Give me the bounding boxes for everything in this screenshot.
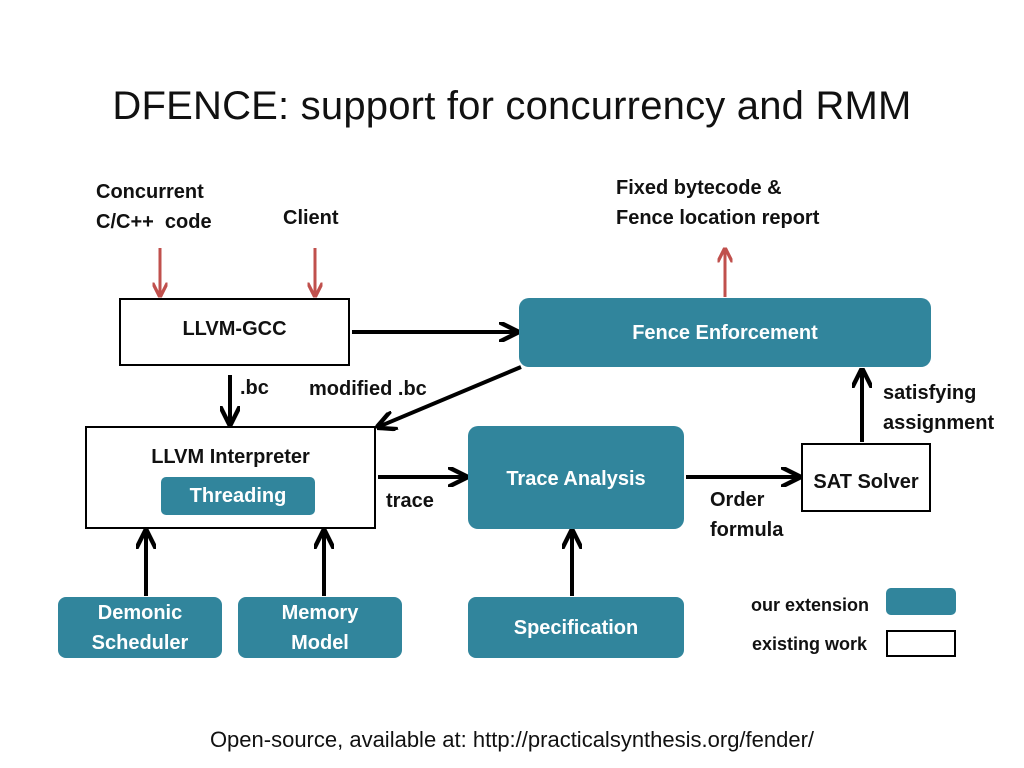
concurrent-code-label: Concurrent C/C++ code: [96, 181, 212, 233]
demonic-scheduler-label: Demonic Scheduler: [91, 601, 189, 654]
client-label: Client: [283, 207, 339, 229]
slide-title: DFENCE: support for concurrency and RMM: [112, 84, 912, 128]
llvm-gcc-box: LLVM-GCC: [119, 298, 350, 366]
llvm-gcc-label: LLVM-GCC: [182, 318, 287, 340]
trace-analysis-box: Trace Analysis: [468, 426, 684, 529]
threading-box: Threading: [161, 477, 315, 515]
fence-enforcement-box: Fence Enforcement: [519, 298, 931, 367]
modified-bc-arrow: [378, 365, 522, 427]
llvm-interpreter-label: LLVM Interpreter: [151, 446, 310, 468]
sat-solver-box: SAT Solver: [801, 443, 931, 512]
specification-box: Specification: [468, 597, 684, 658]
modified-bc-edge-label: modified .bc: [309, 378, 427, 400]
bc-edge-label: .bc: [240, 377, 269, 399]
legend-existing-swatch: [886, 630, 956, 657]
footer-note: Open-source, available at: http://practi…: [209, 727, 815, 752]
trace-analysis-label: Trace Analysis: [506, 468, 646, 490]
legend-extension-swatch: [886, 588, 956, 615]
specification-label: Specification: [513, 616, 639, 639]
fence-enforcement-label: Fence Enforcement: [632, 321, 818, 344]
order-formula-edge-label: Order formula: [710, 489, 784, 541]
output-report-label: Fixed bytecode & Fence location report: [616, 177, 820, 229]
memory-model-label: Memory Model: [281, 601, 359, 654]
memory-model-box: Memory Model: [238, 597, 402, 658]
sat-solver-label: SAT Solver: [813, 471, 919, 493]
satisfying-assignment-edge-label: satisfying assignment: [883, 382, 995, 434]
demonic-scheduler-box: Demonic Scheduler: [58, 597, 222, 658]
trace-edge-label: trace: [386, 490, 434, 512]
legend-our-extension-label: our extension: [751, 595, 870, 615]
threading-label: Threading: [189, 485, 287, 507]
legend-existing-work-label: existing work: [752, 634, 868, 654]
